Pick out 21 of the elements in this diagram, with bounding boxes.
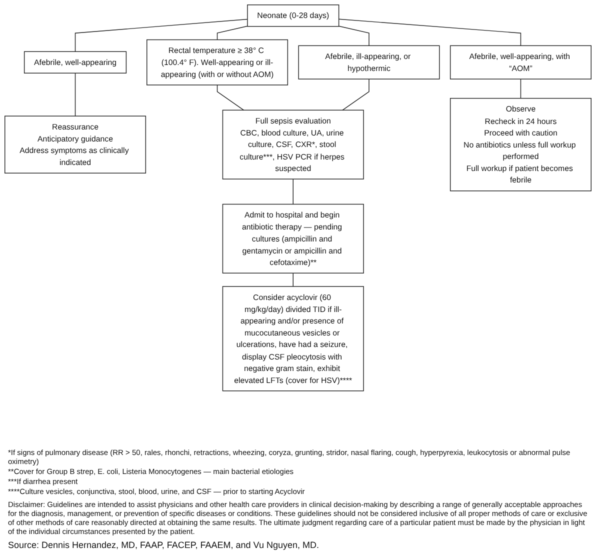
connector (216, 84, 244, 111)
node-box (222, 110, 364, 180)
connector (520, 78, 522, 99)
node-box (247, 4, 340, 27)
connector (74, 72, 76, 116)
node-box (450, 98, 592, 192)
connector (338, 26, 370, 46)
connector (342, 78, 370, 111)
node-box (450, 45, 592, 80)
connector (292, 178, 294, 205)
node-box (146, 39, 288, 86)
connector (338, 18, 522, 46)
node-box (222, 204, 364, 274)
connector (292, 272, 294, 287)
node-box (24, 51, 127, 74)
node-box (222, 286, 364, 392)
connector (74, 18, 248, 52)
source-note: Source: Dennis Hernandez, MD, FAAP, FACEP, FAAEM, and Vu Nguyen, MD. (8, 540, 320, 551)
connector (216, 26, 248, 40)
node-box (4, 116, 146, 174)
node-box (298, 45, 440, 80)
